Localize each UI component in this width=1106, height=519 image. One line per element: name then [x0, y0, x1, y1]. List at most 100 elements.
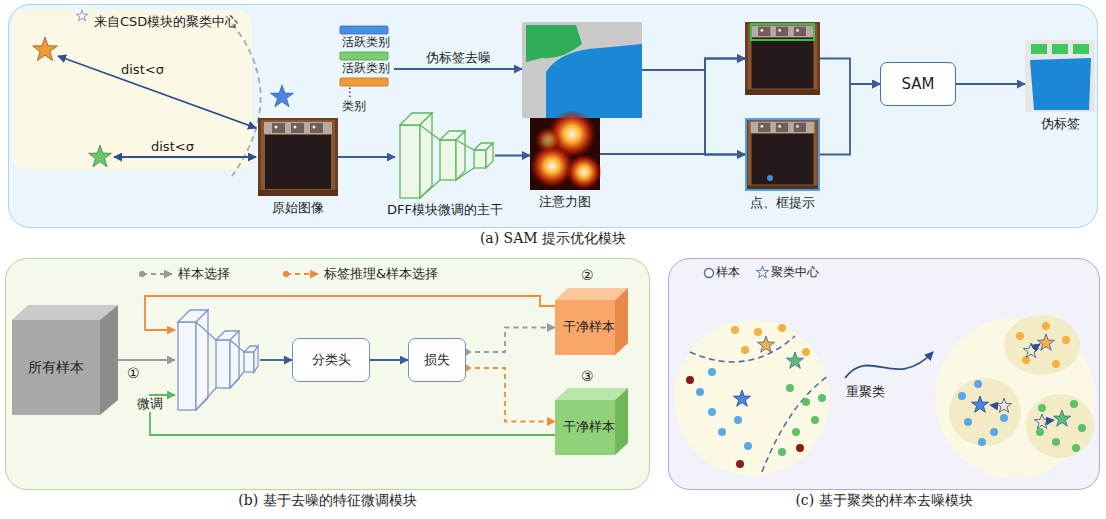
layer-face — [196, 310, 208, 410]
threshold-arc — [226, 16, 261, 176]
cluster-star — [786, 352, 803, 368]
connector — [338, 156, 395, 158]
layer-link — [196, 388, 216, 410]
cluster-region: 来自CSD模块的聚类中心 — [12, 10, 252, 170]
legend-text: 标签推理&样本选择 — [324, 266, 438, 282]
sample-dot — [1036, 428, 1044, 436]
connector — [118, 359, 175, 361]
sample-dot — [964, 418, 972, 426]
legend-star — [756, 266, 768, 278]
image-label: 原始图像 — [272, 200, 324, 216]
process-box: SAM — [880, 62, 956, 106]
layer-face — [216, 340, 230, 388]
recluster-arrow — [845, 352, 933, 378]
module-panel: (a) SAM 提示优化模块来自CSD模块的聚类中心原始图像活跃类别活跃类别⋮类… — [8, 4, 1098, 228]
layer-face — [456, 131, 465, 180]
sample-dots — [686, 324, 826, 468]
mask-region — [1073, 44, 1089, 54]
annotation: ② — [580, 267, 595, 285]
cube-face — [12, 320, 100, 415]
cluster-star — [757, 336, 774, 352]
annotation: dist<σ — [120, 62, 165, 78]
legend-text: 样本选择 — [178, 266, 230, 282]
layer-face — [400, 125, 420, 198]
connector — [145, 296, 555, 330]
sample-dot — [754, 328, 762, 336]
sample-dot — [734, 416, 742, 424]
image-node: DFF模块微调的主干 — [395, 113, 495, 198]
cabinet-photo — [745, 22, 820, 95]
sample-dot — [718, 428, 726, 436]
cube-face — [615, 388, 628, 455]
sample-dot — [1038, 404, 1046, 412]
cluster-area — [949, 378, 1021, 446]
sample-dot — [802, 348, 810, 356]
layer-link — [230, 372, 244, 388]
sample-dot — [958, 392, 966, 400]
sample-dot — [1016, 332, 1024, 340]
box-label: 损失 — [424, 352, 450, 368]
image-node: 伪标签 — [1025, 40, 1095, 112]
image-label: 点、框提示 — [750, 195, 815, 211]
layer-face — [486, 143, 493, 168]
connector — [370, 359, 408, 361]
sample-dot — [796, 444, 804, 452]
shift-arrow — [1046, 420, 1054, 421]
sample-cube: 所有样本 — [12, 305, 118, 415]
image-node — [522, 22, 642, 118]
cube-label: 干净样本 — [563, 419, 615, 435]
class-label: 活跃类别 — [342, 35, 390, 50]
sample-dot — [1070, 400, 1078, 408]
legend-line — [286, 273, 318, 275]
sample-dot — [741, 346, 749, 354]
cabinet-photo — [745, 118, 820, 191]
panel-ground — [5, 258, 650, 490]
module-panel: (c) 基于聚类的样本去噪模块 — [668, 258, 1100, 490]
distance-arrow — [114, 156, 256, 158]
attention-blob — [566, 154, 602, 190]
sample-dot — [778, 448, 786, 456]
connector — [956, 83, 1025, 85]
class-bar — [340, 52, 388, 60]
region-title: 来自CSD模块的聚类中心 — [94, 14, 238, 30]
connector — [466, 368, 555, 422]
box-prompt — [746, 119, 819, 190]
new-center — [971, 396, 988, 412]
connector — [495, 155, 530, 157]
sample-dot — [811, 416, 819, 424]
cluster-area — [1026, 394, 1094, 458]
layer-face — [440, 140, 456, 180]
panel-caption: (b) 基于去噪的特征微调模块 — [6, 492, 649, 510]
box-label: SAM — [901, 75, 934, 94]
sample-dot — [1072, 444, 1080, 452]
box-prompt — [751, 24, 814, 40]
annotation: ③ — [580, 368, 595, 386]
image-node — [175, 300, 260, 420]
class-bar — [340, 26, 388, 34]
sample-dot — [786, 384, 794, 392]
sample-dot — [1000, 414, 1008, 422]
distance-arrow — [58, 56, 256, 128]
legend-text: 聚类中心 — [771, 265, 819, 280]
class-label: 类别 — [342, 99, 366, 114]
class-label: 活跃类别 — [342, 61, 390, 76]
cluster-star — [271, 85, 294, 107]
boundary-line — [762, 376, 828, 472]
shift-arrow — [1034, 344, 1040, 348]
panel-caption: (a) SAM 提示优化模块 — [9, 230, 1097, 248]
sample-dot — [744, 442, 752, 450]
image-node: 原始图像 — [258, 118, 338, 196]
panel-ground — [668, 258, 1100, 490]
class-bar — [340, 78, 388, 86]
sample-dot — [736, 460, 744, 468]
backbone-layers — [400, 113, 493, 198]
new-center — [1037, 334, 1054, 350]
old-center — [996, 398, 1011, 412]
connector — [394, 68, 522, 70]
cube-label: 干净样本 — [563, 319, 615, 335]
sample-dot — [802, 398, 810, 406]
legend-text: 样本 — [716, 265, 740, 280]
sample-dot — [818, 394, 826, 402]
sample-dot — [708, 368, 716, 376]
